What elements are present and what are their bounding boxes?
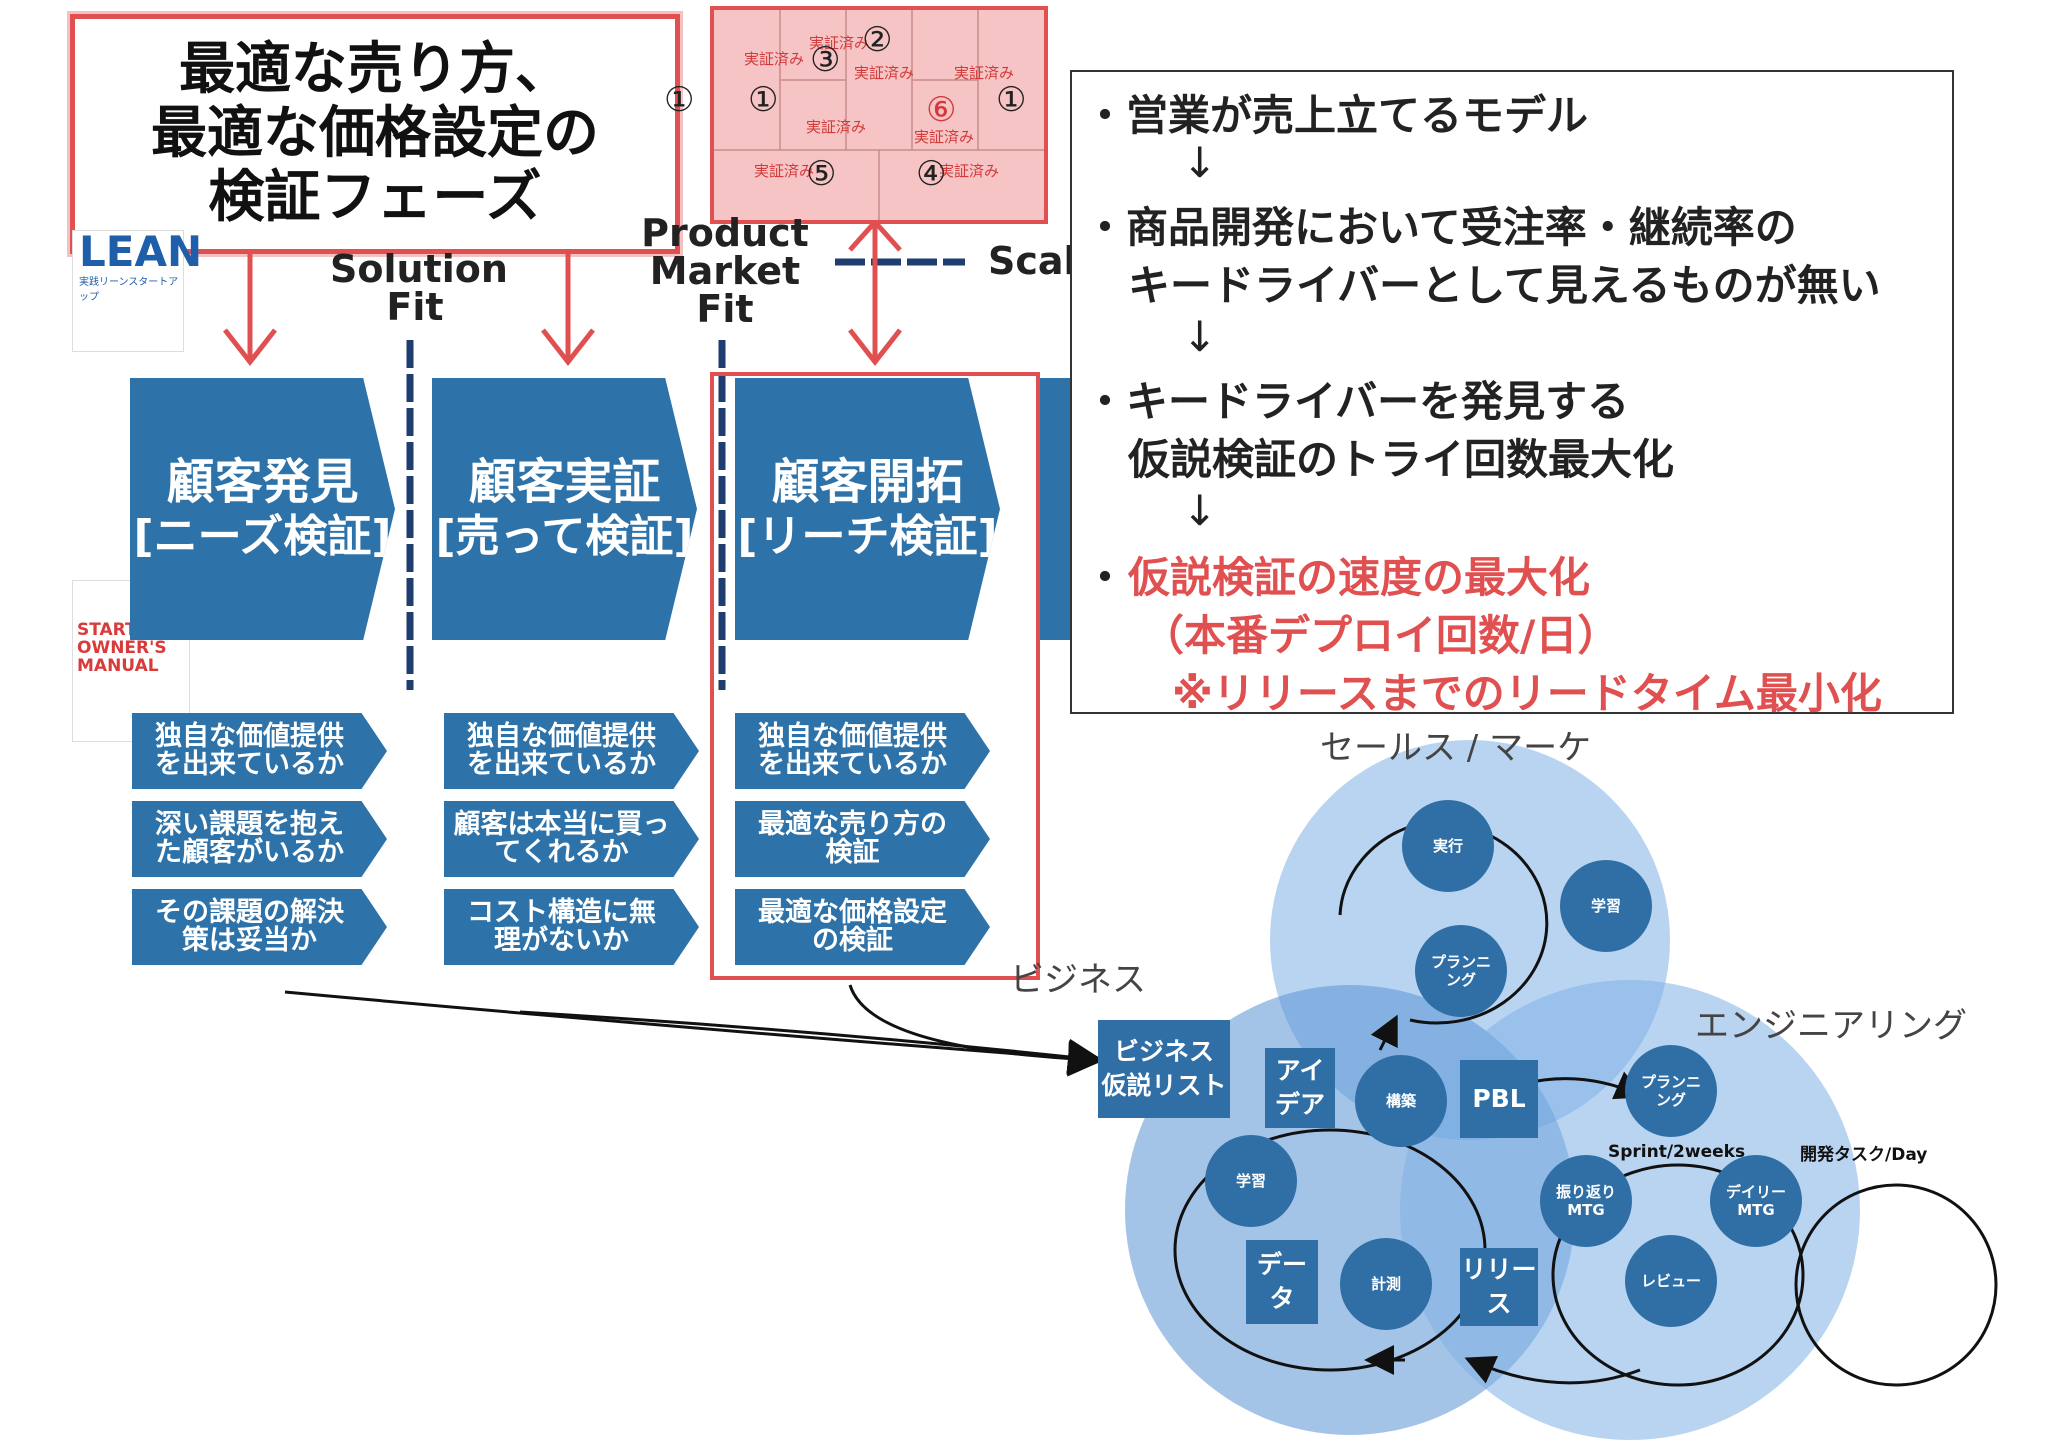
pbl-node: PBL [1460, 1060, 1538, 1138]
caption-sales-marketing: セールス / マーケ [1320, 728, 1592, 768]
info-line-3b: 仮説検証のトライ回数最大化 [1128, 435, 1675, 484]
stage-header-scale: Scal [988, 239, 1077, 283]
stage-subtitle: [リーチ検証] [737, 511, 998, 562]
flow-curve-1 [284, 990, 1104, 1076]
stage-item-text: その課題の解決 策は妥当か [155, 897, 344, 956]
title-line-1: 最適な売り方、 [179, 37, 571, 102]
canvas-label: 実証済み [806, 118, 867, 136]
down-arrow-icon: ↓ [1182, 486, 1218, 535]
canvas-label: 実証済み [954, 64, 1015, 82]
info-line-4c: ※リリースまでのリードタイム最小化 [1172, 669, 1882, 718]
stage-title: 顧客実証 [468, 454, 661, 510]
canvas-label: 実証済み [754, 162, 815, 180]
canvas-label: 実証済み [939, 162, 1000, 180]
stage-item-text: 最適な売り方の 検証 [758, 809, 947, 868]
stage-item: 独自な価値提供 を出来ているか [132, 713, 387, 789]
stage-header-product-market-fit: Product Market Fit [641, 211, 809, 331]
release-node: リリー ス [1460, 1248, 1538, 1326]
canvas-number: ① [996, 80, 1027, 120]
canvas-grid [714, 10, 1044, 220]
chevron-partial [1040, 378, 1074, 640]
dev-task-label: 開発タスク/Day [1800, 1145, 1928, 1165]
canvas-label: 実証済み [744, 50, 805, 68]
stage-item-text: 顧客は本当に買っ てくれるか [453, 809, 670, 868]
stage-title: 顧客発見 [166, 454, 359, 510]
info-line-3a: ・キードライバーを発見する [1084, 377, 1630, 426]
canvas-number: ⑤ [806, 154, 837, 194]
business-node-data: デー タ [1246, 1240, 1318, 1324]
stage-item-text: コスト構造に無 理がないか [467, 897, 656, 956]
stage-item-text: 深い課題を抱え た顧客がいるか [155, 809, 344, 868]
business-hypothesis-list: ビジネス 仮説リスト [1098, 1020, 1230, 1118]
info-bullet: ・ [1084, 553, 1127, 602]
stage-item: 独自な価値提供 を出来ているか [444, 713, 699, 789]
canvas-number: ③ [810, 40, 841, 80]
stage-item: コスト構造に無 理がないか [444, 889, 699, 965]
stage-subtitle: [ニーズ検証] [133, 511, 392, 562]
eng-node-planning: プランニ ング [1625, 1045, 1717, 1137]
stage-item: その課題の解決 策は妥当か [132, 889, 387, 965]
title-line-2: 最適な価格設定の [151, 101, 599, 166]
caption-engineering: エンジニアリング [1695, 1006, 1967, 1046]
sprint-label: Sprint/2weeks [1608, 1142, 1746, 1162]
stage-item-text: 独自な価値提供 を出来ているか [467, 721, 656, 780]
stage-item: 最適な売り方の 検証 [735, 801, 990, 877]
canvas-number: ④ [916, 154, 947, 194]
canvas-number: ② [862, 20, 893, 60]
stage-chevron-customer-validation: 顧客実証 [売って検証] [432, 378, 697, 640]
stage-item: 最適な価格設定 の検証 [735, 889, 990, 965]
business-model-canvas-thumbnail: 実証済み 実証済み 実証済み 実証済み 実証済み 実証済み 実証済み 実証済み … [664, 6, 1048, 224]
daily-loop [1794, 1183, 1998, 1387]
canvas-label: 実証済み [914, 128, 975, 146]
flow-curve-3 [848, 984, 1104, 1077]
stage-chevron-customer-creation: 顧客開拓 [リーチ検証] [735, 378, 1000, 640]
info-line-2a: ・商品開発において受注率・継続率の [1084, 203, 1797, 252]
canvas-number: ① [664, 80, 695, 120]
business-node-measure: 計測 [1340, 1238, 1432, 1330]
stage-item-text: 独自な価値提供 を出来ているか [155, 721, 344, 780]
eng-node-retro: 振り返り MTG [1540, 1155, 1632, 1247]
lean-book-title: LEAN [79, 227, 203, 276]
sprint-loop [1551, 1163, 1805, 1387]
stage-chevron-customer-discovery: 顧客発見 [ニーズ検証] [130, 378, 395, 640]
caption-business: ビジネス [1010, 960, 1146, 1000]
stage-item: 独自な価値提供 を出来ているか [735, 713, 990, 789]
business-node-idea: アイ デア [1265, 1048, 1335, 1128]
stage-subtitle: [売って検証] [435, 511, 694, 562]
flow-curve-2 [519, 1010, 1104, 1075]
canvas-number: ⑥ [926, 90, 957, 130]
lean-book-cover: LEAN 実践リーンスタートアップ [72, 227, 203, 352]
down-arrow-icon: ↓ [1182, 312, 1218, 361]
stage-item: 深い課題を抱え た顧客がいるか [132, 801, 387, 877]
info-line-4a: 仮説検証の速度の最大化 [1128, 553, 1591, 602]
stage-item: 顧客は本当に買っ てくれるか [444, 801, 699, 877]
canvas-label: 実証済み [854, 64, 915, 82]
down-arrow-icon: ↓ [1182, 138, 1218, 187]
title-line-3: 検証フェーズ [208, 165, 542, 230]
lean-book-subtitle: 実践リーンスタートアップ [79, 277, 179, 303]
info-line-4b: （本番デプロイ回数/日） [1142, 611, 1620, 660]
info-line-1: ・営業が売上立てるモデル [1084, 91, 1589, 140]
business-node-learn: 学習 [1205, 1135, 1297, 1227]
stage-item-text: 最適な価格設定 の検証 [758, 897, 947, 956]
sales-node-execute: 実行 [1402, 800, 1494, 892]
stage-item-text: 独自な価値提供 を出来ているか [758, 721, 947, 780]
canvas-number: ① [748, 80, 779, 120]
sales-node-planning: プランニ ング [1415, 925, 1507, 1017]
info-box: ・営業が売上立てるモデル ↓ ・商品開発において受注率・継続率の キードライバー… [1070, 70, 1954, 718]
title-box: 最適な売り方、 最適な価格設定の 検証フェーズ [70, 14, 680, 254]
canvas-label: 実証済み [809, 34, 870, 52]
stage-title: 顧客開拓 [771, 454, 964, 510]
eng-node-review: レビュー [1625, 1235, 1717, 1327]
stage-header-solution-fit: Solution Fit [330, 247, 508, 329]
eng-node-daily: デイリー MTG [1710, 1155, 1802, 1247]
highlight-box [710, 372, 1040, 980]
business-node-build: 構築 [1355, 1055, 1447, 1147]
info-line-2b: キードライバーとして見えるものが無い [1128, 261, 1881, 310]
sales-node-learn: 学習 [1560, 860, 1652, 952]
